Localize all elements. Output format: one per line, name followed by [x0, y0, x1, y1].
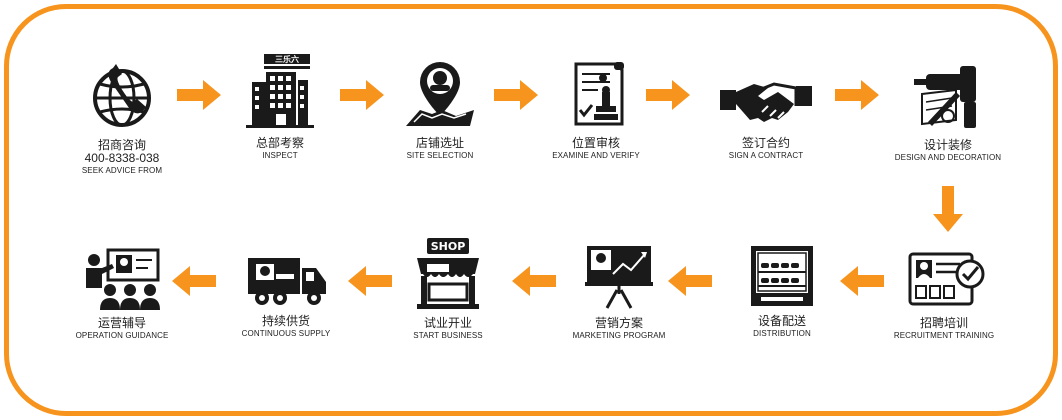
- arrow-left-icon: [668, 266, 712, 296]
- training-class-icon: [86, 248, 160, 310]
- document-stamp-icon: [574, 62, 624, 126]
- arrow-left-icon: [348, 266, 392, 296]
- shop-sign-text: SHOP: [431, 240, 466, 253]
- arrow-right-icon: [340, 80, 384, 110]
- phone-number: 400-8338-038: [84, 151, 160, 165]
- step-label-zh: 店铺选址: [415, 136, 464, 150]
- step-label-en: EXAMINE AND VERIFY: [552, 151, 640, 160]
- display-cabinet-icon: [751, 246, 813, 306]
- step-distribution: 设备配送 DISTRIBUTION: [712, 244, 852, 339]
- step-label-en: SIGN A CONTRACT: [728, 151, 804, 160]
- headquarters-building-icon: 三乐六: [246, 54, 314, 128]
- step-label-en: RECRUITMENT TRAINING: [893, 331, 995, 340]
- id-card-check-icon: [908, 252, 985, 306]
- step-label-en: INSPECT: [262, 151, 298, 160]
- step-design-decoration: 设计装修 DESIGN AND DECORATION: [878, 58, 1018, 163]
- step-label-zh: 营销方案: [594, 316, 643, 330]
- step-label-zh: 试业开业: [423, 316, 472, 330]
- step-site-selection: 店铺选址 SITE SELECTION: [370, 58, 510, 161]
- step-recruitment-training: 招聘培训 RECRUITMENT TRAINING: [874, 248, 1014, 341]
- step-label-zh: 总部考察: [255, 136, 304, 150]
- step-label-en: MARKETING PROGRAM: [572, 331, 666, 340]
- arrow-right-icon: [835, 80, 879, 110]
- arrow-left-icon: [840, 266, 884, 296]
- step-label-en: DISTRIBUTION: [753, 329, 811, 338]
- arrow-right-icon: [494, 80, 538, 110]
- step-label-zh: 招聘培训: [919, 316, 968, 330]
- step-examine-verify: 位置审核 EXAMINE AND VERIFY: [526, 58, 666, 161]
- step-label-zh: 位置审核: [571, 136, 620, 150]
- arrow-right-icon: [177, 80, 221, 110]
- step-inspect: 三乐六 总部考察 INSPECT: [210, 52, 350, 161]
- step-continuous-supply: 持续供货 CONTINUOUS SUPPLY: [216, 252, 356, 339]
- step-start-business: SHOP 试业开业 START BUSINESS: [378, 236, 518, 341]
- phone-globe-icon: [93, 64, 151, 127]
- step-label-zh: 持续供货: [261, 314, 310, 328]
- handshake-icon: [720, 82, 812, 122]
- step-label-en: SITE SELECTION: [406, 151, 474, 160]
- arrow-down-icon: [933, 186, 963, 232]
- shop-icon: SHOP: [417, 238, 479, 309]
- location-pin-icon: [406, 62, 474, 126]
- delivery-truck-icon: [248, 258, 326, 305]
- step-label-en: DESIGN AND DECORATION: [894, 153, 1002, 162]
- arrow-left-icon: [512, 266, 556, 296]
- step-label-zh: 设计装修: [923, 138, 972, 152]
- step-sign-contract: 签订合约 SIGN A CONTRACT: [696, 62, 836, 161]
- step-label-zh: 签订合约: [741, 136, 790, 150]
- step-label-zh: 设备配送: [757, 314, 806, 328]
- drill-tools-icon: [914, 66, 976, 128]
- step-label-zh: 运营辅导: [97, 316, 146, 330]
- step-label-en: START BUSINESS: [413, 331, 483, 340]
- flow-frame: [4, 4, 1058, 416]
- step-operation-guidance: 运营辅导 OPERATION GUIDANCE: [52, 248, 192, 341]
- building-sign-text: 三乐六: [275, 54, 299, 64]
- step-label-en: CONTINUOUS SUPPLY: [241, 329, 331, 338]
- step-label-zh: 招商咨询: [97, 138, 146, 152]
- arrow-right-icon: [646, 80, 690, 110]
- arrow-left-icon: [172, 266, 216, 296]
- presentation-board-icon: [585, 246, 653, 309]
- step-label-en: SEEK ADVICE FROM: [81, 166, 163, 175]
- step-seek-advice: 招商咨询 400-8338-038 SEEK ADVICE FROM: [52, 62, 192, 176]
- step-marketing-program: 营销方案 MARKETING PROGRAM: [549, 244, 689, 341]
- step-label-en: OPERATION GUIDANCE: [75, 331, 169, 340]
